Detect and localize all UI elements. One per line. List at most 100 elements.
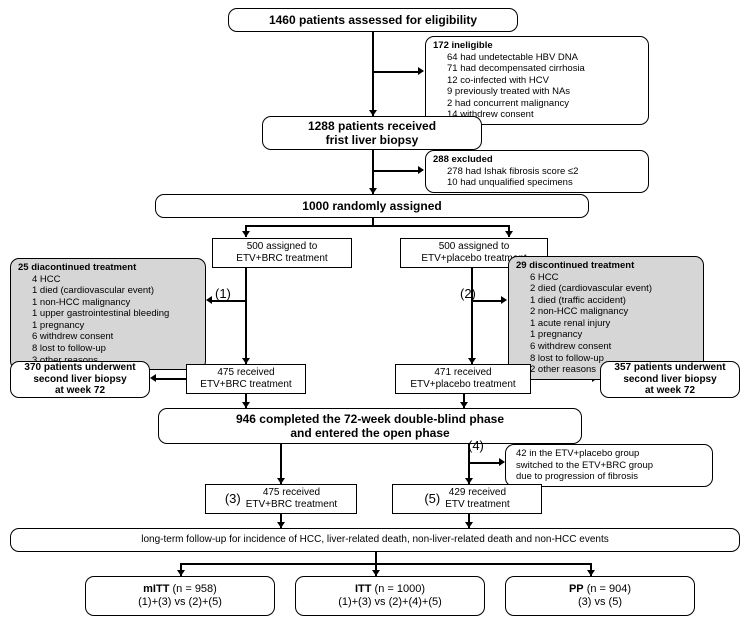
edge-completed-to-switched: [468, 462, 501, 464]
node-analysis-itt-formula: (1)+(3) vs (2)+(4)+(5): [338, 596, 442, 608]
list-item: 71 had decompensated cirrhosia: [447, 63, 585, 75]
node-randomized-label: 1000 randomly assigned: [302, 198, 442, 213]
node-discontinued-left-header: 25 diacontinued treatment: [18, 262, 137, 273]
arrow-open-right-to-followup: [465, 522, 473, 528]
node-ineligible-header: 172 ineligible: [433, 40, 493, 51]
node-open-right-line2: ETV treatment: [445, 499, 510, 510]
list-item: 9 previously treated with NAs: [447, 86, 571, 98]
list-item: 42 in the ETV+placebo group: [516, 448, 640, 459]
list-item: 8 lost to follow-up: [530, 352, 604, 364]
list-item: switched to the ETV+BRC group: [516, 459, 654, 471]
edge-open-right-to-followup: [468, 514, 470, 528]
node-analysis-mitt: mITT (n = 958) (1)+(3) vs (2)+(5): [85, 576, 275, 616]
list-item: 6 withdrew consent: [530, 341, 612, 353]
edge-enrolled-to-biopsy1: [372, 32, 374, 116]
list-item: 64 had undetectable HBV DNA: [447, 51, 578, 63]
arrow-completed-to-open-left: [277, 478, 285, 484]
arrow-randomized-to-right: [505, 231, 513, 237]
arrow-completed-to-switched: [499, 458, 505, 466]
node-received-left-line1: 475 received: [217, 367, 275, 379]
node-assign-left: 500 assigned to ETV+BRC treatment: [212, 238, 352, 268]
node-second-biopsy-right: 357 patients underwent second liver biop…: [600, 361, 740, 398]
list-item: 1 died (traffic accident): [530, 294, 626, 306]
tag-3: (3): [224, 491, 241, 507]
node-discontinued-left-list: 4 HCC 1 died (cardiovascular event) 1 no…: [18, 274, 199, 367]
node-open-left-text: 475 received ETV+BRC treatment: [246, 487, 337, 511]
node-analysis-pp-n: (n = 904): [586, 583, 632, 596]
node-first-biopsy-line2: frist liver biopsy: [325, 133, 419, 147]
edge-followup-to-itt: [375, 563, 377, 576]
node-analysis-itt-title: ITT (n = 1000): [355, 583, 425, 596]
node-enrolled-label: 1460 patients assessed for eligibility: [268, 12, 478, 27]
arrow-received-right-to-completed: [460, 402, 468, 408]
node-received-right: 471 received ETV+placebo treatment: [395, 364, 531, 394]
edge-received-left-to-completed: [245, 394, 247, 408]
list-item: 1 pregnancy: [32, 319, 85, 331]
list-item: 1 non-HCC malignancy: [32, 296, 131, 308]
list-item: 6 HCC: [530, 271, 559, 283]
edge-received-right-to-completed: [463, 394, 465, 408]
node-switched: 42 in the ETV+placebo group switched to …: [505, 444, 713, 487]
arrow-open-left-to-followup: [277, 522, 285, 528]
node-discontinued-right-header: 29 discontinued treatment: [516, 260, 635, 271]
node-analysis-mitt-formula: (1)+(3) vs (2)+(5): [138, 596, 222, 608]
node-assign-left-line2: ETV+BRC treatment: [236, 253, 328, 264]
node-randomized: 1000 randomly assigned: [155, 194, 589, 218]
node-followup: long-term follow-up for incidence of HCC…: [10, 528, 740, 552]
edge-randomized-stem: [372, 218, 374, 226]
node-analysis-itt-name: ITT: [354, 583, 372, 596]
arrow-assign-right-trunk: [468, 358, 476, 364]
arrow-assign-left-trunk: [242, 358, 250, 364]
node-second-biopsy-right-line2: second liver biopsy: [623, 373, 717, 385]
node-second-biopsy-right-line1: 357 patients underwent: [614, 361, 726, 373]
node-open-left-line1: 475 received: [262, 487, 321, 499]
node-completed-line2: and entered the open phase: [290, 426, 450, 440]
arrow-enrolled-to-ineligible: [418, 67, 424, 75]
node-open-right: (5) 429 received ETV treatment: [392, 484, 542, 514]
arrow-received-left-to-completed: [242, 402, 250, 408]
tag-4: (4): [468, 438, 484, 453]
tag-1: (1): [215, 286, 231, 301]
node-ineligible: 172 ineligible 64 had undetectable HBV D…: [425, 36, 649, 126]
edge-biopsy1-to-excluded: [372, 170, 420, 172]
edge-followup-to-pp: [590, 563, 592, 576]
edge-open-left-to-followup: [280, 514, 282, 528]
edge-right-trunk-to-discontinued: [471, 300, 503, 302]
list-item: 3 other reasons: [32, 355, 199, 367]
node-completed-line1: 946 completed the 72-week double-blind p…: [235, 411, 505, 426]
node-first-biopsy: 1288 patients received frist liver biops…: [262, 116, 482, 150]
arrow-followup-to-mitt: [177, 570, 185, 576]
arrow-randomized-to-left: [242, 231, 250, 237]
node-analysis-pp-name: PP: [568, 583, 584, 596]
arrow-biopsy1-to-randomized: [369, 188, 377, 194]
node-excluded-list: 278 had Ishak fibrosis score ≤2 10 had u…: [433, 166, 642, 189]
list-item: 278 had Ishak fibrosis score ≤2: [447, 165, 579, 177]
node-excluded-header: 288 excluded: [433, 154, 493, 165]
node-analysis-mitt-n: (n = 958): [172, 583, 217, 596]
arrow-received-left-to-biopsy2: [150, 374, 156, 382]
list-item: 2 had concurrent malignancy: [447, 97, 569, 109]
list-item: 2 non-HCC malignancy: [530, 306, 629, 318]
node-analysis-mitt-title: mITT (n = 958): [143, 583, 217, 596]
node-analysis-itt-n: (n = 1000): [374, 583, 425, 596]
node-received-right-line1: 471 received: [434, 367, 492, 379]
list-item: 2 died (cardiovascular event): [530, 283, 652, 295]
edge-enrolled-to-ineligible: [372, 71, 420, 73]
list-item: 1 pregnancy: [530, 329, 583, 341]
node-open-left: (3) 475 received ETV+BRC treatment: [205, 484, 357, 514]
arrow-right-trunk-to-discontinued: [501, 296, 507, 304]
node-excluded: 288 excluded 278 had Ishak fibrosis scor…: [425, 150, 649, 193]
edge-left-trunk-to-discontinued: [212, 300, 246, 302]
edge-completed-to-open-left: [280, 444, 282, 484]
node-assign-right-line2: ETV+placebo treatment: [421, 253, 527, 264]
list-item: 4 HCC: [32, 273, 61, 285]
tag-2: (2): [460, 286, 476, 301]
arrow-followup-to-itt: [372, 570, 380, 576]
node-switched-list: 42 in the ETV+placebo group switched to …: [516, 448, 706, 483]
arrow-enrolled-to-biopsy1: [369, 110, 377, 116]
node-second-biopsy-right-line3: at week 72: [644, 385, 696, 397]
node-followup-label: long-term follow-up for incidence of HCC…: [141, 534, 609, 546]
list-item: 12 co-infected with HCV: [447, 74, 549, 86]
node-ineligible-list: 64 had undetectable HBV DNA 71 had decom…: [433, 52, 642, 121]
